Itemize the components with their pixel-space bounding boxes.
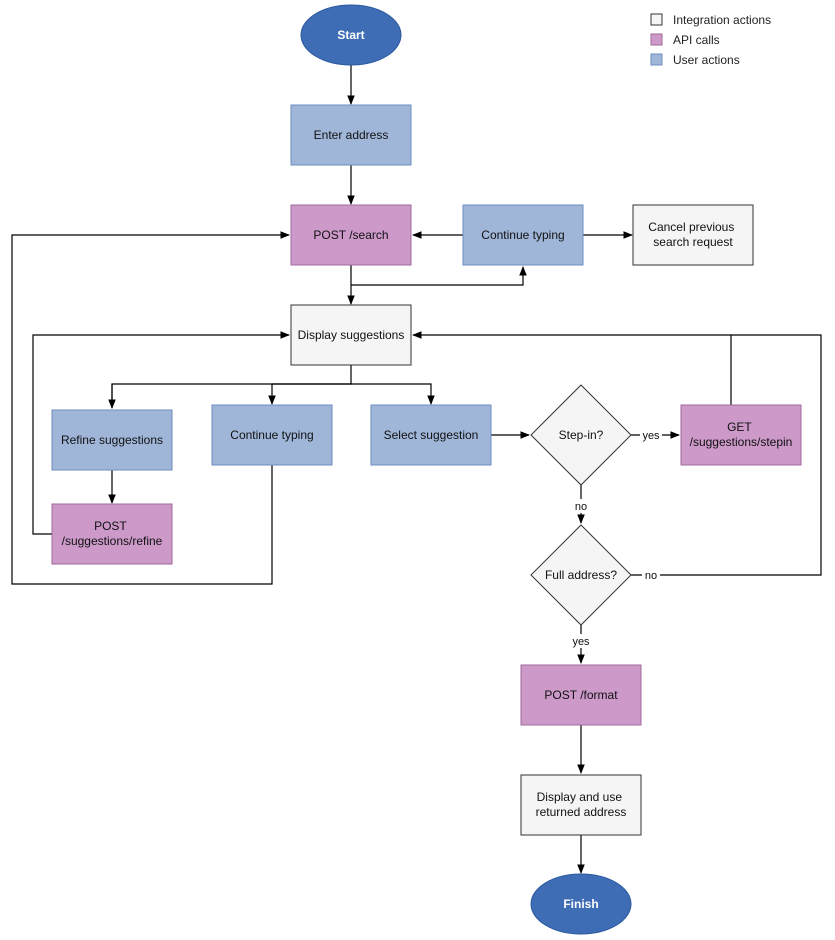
get-stepin-label: GET /suggestions/stepin xyxy=(690,420,793,449)
finish-terminal: Finish xyxy=(530,873,632,935)
legend-swatch-api xyxy=(650,33,663,46)
cancel-previous-line-1: Cancel previous xyxy=(648,220,734,234)
start-label: Start xyxy=(337,28,364,42)
enter-address-node: Enter address xyxy=(290,104,412,166)
select-suggestion-node: Select suggestion xyxy=(370,404,492,466)
edge-post-refine-to-display xyxy=(32,331,290,535)
display-use-label: Display and use returned address xyxy=(536,790,627,819)
cancel-previous-label: Cancel previous search request xyxy=(648,220,737,249)
legend-label-api: API calls xyxy=(673,33,720,47)
edges xyxy=(11,65,822,874)
edge-post-search-to-continue-typing xyxy=(351,266,527,286)
refine-suggestions-label: Refine suggestions xyxy=(61,433,163,447)
continue-typing-top-label: Continue typing xyxy=(481,228,564,242)
cancel-previous-node: Cancel previous search request xyxy=(632,204,754,266)
full-address-decision: Full address? xyxy=(530,524,632,626)
post-format-node: POST /format xyxy=(520,664,642,726)
step-in-label: Step-in? xyxy=(559,428,604,442)
nodes: Start Enter address POST /search Continu… xyxy=(51,4,802,935)
display-use-node: Display and use returned address xyxy=(520,774,642,836)
legend-swatch-integration xyxy=(650,13,663,26)
start-terminal: Start xyxy=(300,4,402,66)
edge-label-stepin-no: no xyxy=(575,501,587,513)
get-stepin-node: GET /suggestions/stepin xyxy=(680,404,802,466)
post-search-node: POST /search xyxy=(290,204,412,266)
continue-typing-top-node: Continue typing xyxy=(462,204,584,266)
enter-address-label: Enter address xyxy=(314,128,389,142)
edge-label-full-yes: yes xyxy=(572,636,590,648)
cancel-previous-line-2: search request xyxy=(653,235,733,249)
edge-full-address-no-to-display xyxy=(631,334,822,576)
full-address-label: Full address? xyxy=(545,568,617,582)
continue-typing-mid-label: Continue typing xyxy=(230,428,313,442)
post-refine-node: POST /suggestions/refine xyxy=(51,503,173,565)
legend: Integration actions API calls User actio… xyxy=(650,13,771,67)
legend-swatch-user xyxy=(650,53,663,66)
post-refine-line-1: POST xyxy=(94,519,127,533)
edge-continue-typing-mid-to-post-search xyxy=(11,231,290,585)
edge-bus-to-continue-typing-mid xyxy=(268,383,351,405)
legend-label-integration: Integration actions xyxy=(673,13,771,27)
edge-label-stepin-yes: yes xyxy=(642,430,660,442)
display-suggestions-label: Display suggestions xyxy=(298,328,405,342)
post-refine-label: POST /suggestions/refine xyxy=(62,519,163,548)
legend-label-user: User actions xyxy=(673,53,740,67)
finish-label: Finish xyxy=(563,897,598,911)
display-suggestions-node: Display suggestions xyxy=(290,304,412,366)
step-in-decision: Step-in? xyxy=(530,384,632,486)
post-format-label: POST /format xyxy=(544,688,618,702)
select-suggestion-label: Select suggestion xyxy=(384,428,479,442)
continue-typing-mid-node: Continue typing xyxy=(211,404,333,466)
edge-label-full-no: no xyxy=(645,570,657,582)
edge-bus-to-select-suggestion xyxy=(351,383,435,405)
edge-labels: yes no no yes xyxy=(570,428,662,648)
edge-display-to-branch-bus xyxy=(111,365,352,408)
display-use-line-1: Display and use xyxy=(537,790,623,804)
post-search-label: POST /search xyxy=(313,228,388,242)
display-use-line-2: returned address xyxy=(536,805,627,819)
post-refine-line-2: /suggestions/refine xyxy=(62,534,163,548)
get-stepin-line-2: /suggestions/stepin xyxy=(690,435,793,449)
refine-suggestions-node: Refine suggestions xyxy=(51,409,173,471)
get-stepin-line-1: GET xyxy=(727,420,752,434)
